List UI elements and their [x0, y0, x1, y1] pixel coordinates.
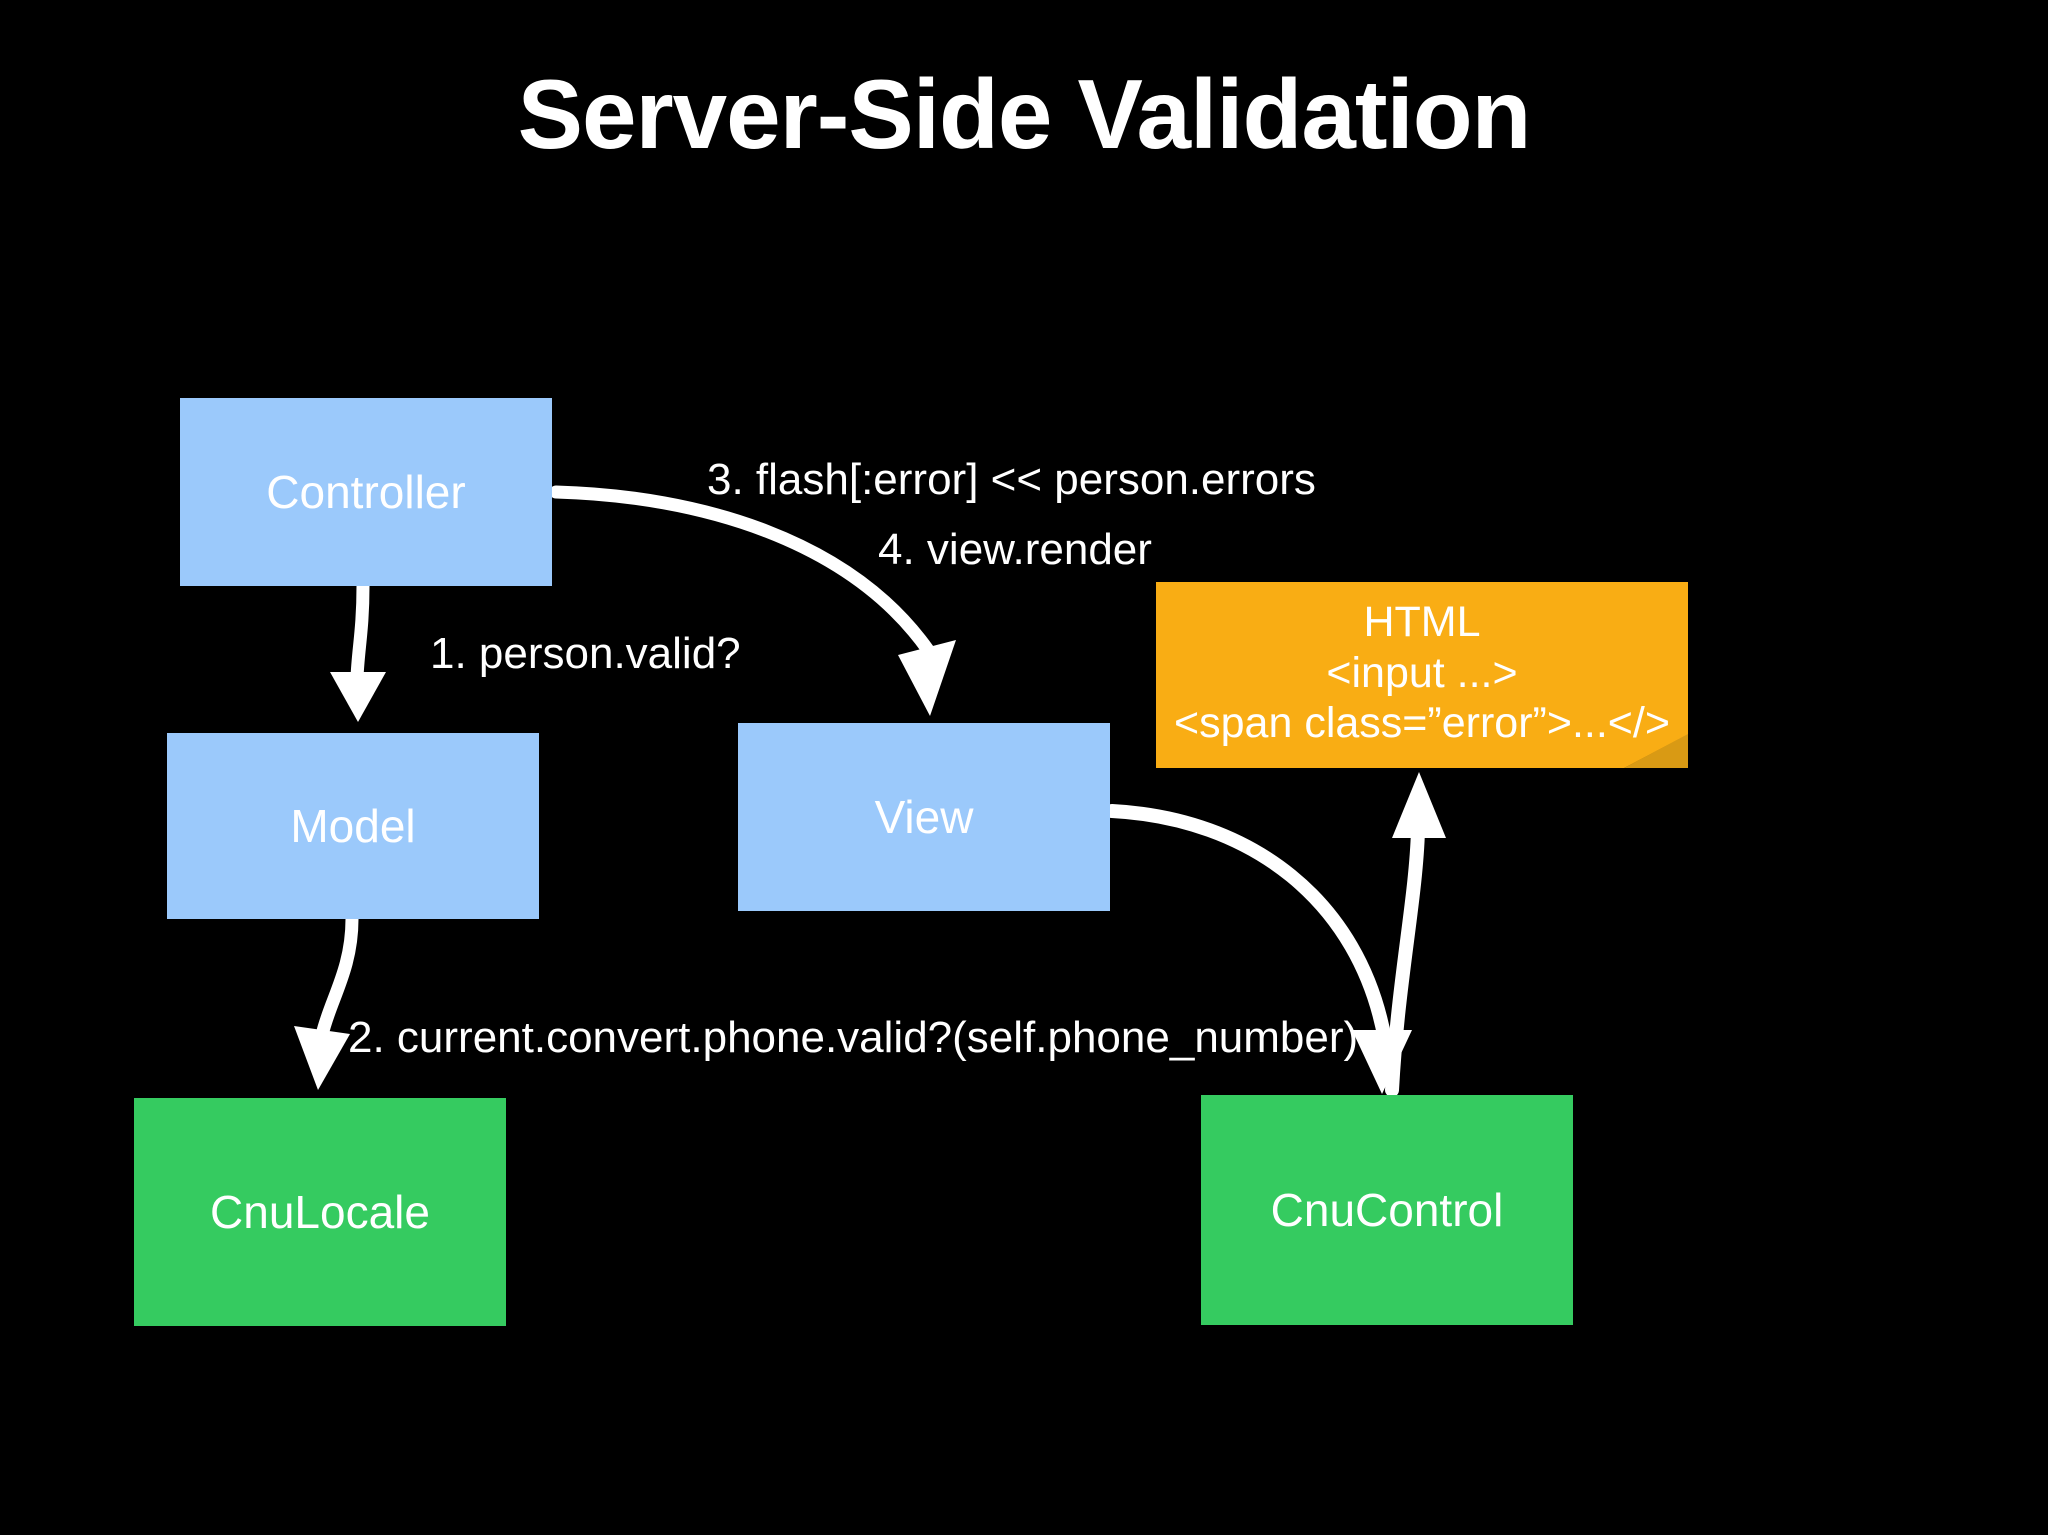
node-view[interactable]: View: [738, 723, 1110, 911]
arrow-model-to-cnulocale: [294, 912, 359, 1090]
edge-label-step4: 4. view.render: [878, 525, 1152, 574]
node-cnucontrol[interactable]: CnuControl: [1201, 1095, 1573, 1325]
arrow-cnucontrol-to-html-note: [1385, 772, 1446, 1097]
page-title: Server-Side Validation: [517, 59, 1532, 169]
node-controller-label: Controller: [266, 465, 466, 518]
html-note-line-3: <span class=”error”>...</>: [1174, 699, 1670, 748]
node-cnulocale[interactable]: CnuLocale: [134, 1098, 506, 1326]
node-controller[interactable]: Controller: [180, 398, 552, 586]
node-model[interactable]: Model: [167, 733, 539, 919]
node-view-label: View: [874, 790, 974, 843]
node-cnulocale-label: CnuLocale: [210, 1185, 430, 1238]
arrow-controller-to-model: [330, 579, 386, 722]
node-model-label: Model: [290, 799, 416, 852]
edge-label-step3: 3. flash[:error] << person.errors: [707, 455, 1316, 504]
html-note-body: HTML <input ...> <span class=”error”>...…: [1156, 582, 1688, 768]
html-note-line-2: <input ...>: [1326, 648, 1518, 697]
edge-label-step2: 2. current.convert.phone.valid?(self.pho…: [348, 1013, 1359, 1062]
edge-label-step1: 1. person.valid?: [430, 629, 741, 678]
html-note-line-1: HTML: [1363, 597, 1481, 646]
html-note[interactable]: HTML <input ...> <span class=”error”>...…: [1156, 582, 1688, 768]
node-cnucontrol-label: CnuControl: [1270, 1183, 1504, 1236]
